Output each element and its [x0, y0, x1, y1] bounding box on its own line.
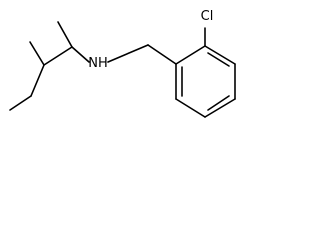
atom-label-nh: NH — [88, 56, 108, 71]
structure-diagram: NH Cl — [9, 9, 236, 118]
atom-label-cl: Cl — [201, 9, 214, 24]
ring-bond-2 — [204, 45, 236, 65]
ring-bond-1 — [175, 45, 206, 65]
ring-double-bond-a — [207, 52, 230, 67]
bond-ch2-ring — [147, 44, 177, 65]
bond-ch-ch — [43, 46, 73, 66]
ring-double-bond-b — [207, 95, 230, 111]
bond-methyl-left — [29, 41, 45, 66]
ring-bond-5 — [175, 98, 206, 118]
bond-ethyl-1 — [30, 64, 45, 97]
bond-methyl-top — [57, 21, 73, 48]
bond-nh-ch2 — [107, 44, 149, 63]
bond-ethyl-2 — [9, 95, 32, 111]
bond-to-nh-left — [71, 46, 90, 63]
ring-bond-4 — [204, 98, 236, 118]
